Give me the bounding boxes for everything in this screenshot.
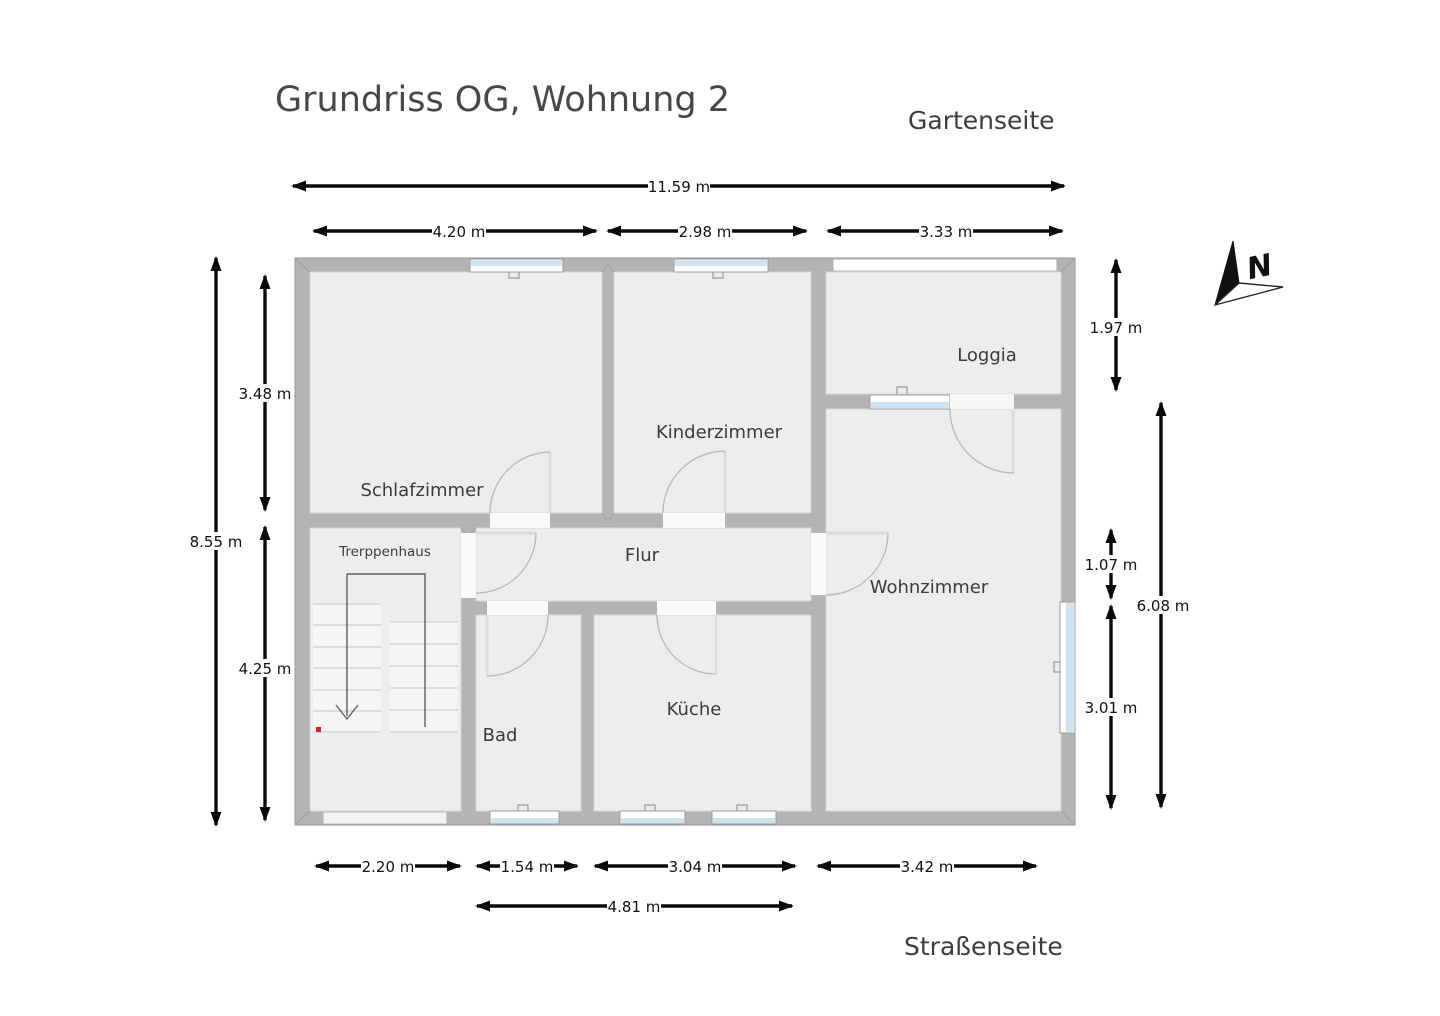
dimension-right-1: 1.97 m (1088, 258, 1144, 392)
room-loggia (825, 271, 1062, 395)
room-wohnzimmer (825, 408, 1062, 812)
svg-text:8.55 m: 8.55 m (190, 533, 243, 551)
sill-ticks (508, 272, 1060, 811)
door-schlafzimmer (489, 451, 552, 528)
staircase (313, 573, 458, 733)
treppenhaus-entry-edge (322, 811, 448, 825)
window-kueche-left (619, 810, 686, 825)
room-bad (475, 614, 582, 812)
dimension-bottom-3: 3.04 m (593, 857, 797, 876)
window-loggia-wohnzimmer (869, 394, 951, 410)
dimension-overall-width: 11.59 m (291, 177, 1066, 196)
svg-text:1.97 m: 1.97 m (1090, 319, 1143, 337)
svg-text:3.42 m: 3.42 m (901, 858, 954, 876)
stair-direction-arrow (335, 573, 426, 727)
svg-text:4.20 m: 4.20 m (433, 223, 486, 241)
svg-text:3.04 m: 3.04 m (669, 858, 722, 876)
label-treppenhaus: Trerppenhaus (338, 544, 431, 560)
door-bad (485, 601, 549, 677)
label-bad: Bad (483, 725, 518, 746)
dimension-bottom-total: 4.81 m (475, 897, 794, 916)
compass-north-label: N (1244, 248, 1276, 287)
svg-text:3.48 m: 3.48 m (239, 385, 292, 403)
room-schlafzimmer (309, 271, 603, 514)
door-kinderzimmer (662, 450, 727, 528)
svg-text:3.33 m: 3.33 m (920, 223, 973, 241)
svg-text:2.98 m: 2.98 m (679, 223, 732, 241)
street-side-label: Straßenseite (904, 932, 1063, 961)
svg-text:4.81 m: 4.81 m (608, 898, 661, 916)
room-kinderzimmer (613, 271, 812, 514)
svg-text:1.07 m: 1.07 m (1085, 556, 1138, 574)
svg-text:1.54 m: 1.54 m (501, 858, 554, 876)
svg-text:4.25 m: 4.25 m (239, 660, 292, 678)
windows (322, 258, 1076, 825)
dimension-left-1: 3.48 m (237, 274, 293, 512)
door-loggia (949, 394, 1015, 474)
room-labels: Schlafzimmer Kinderzimmer Loggia Flur Wo… (338, 345, 1017, 746)
dimension-bottom-4: 3.42 m (816, 857, 1038, 876)
label-schlafzimmer: Schlafzimmer (360, 480, 484, 501)
dimension-right-2: 1.07 m (1083, 528, 1139, 600)
window-kinderzimmer (673, 258, 769, 273)
room-kueche (593, 614, 812, 812)
label-wohnzimmer: Wohnzimmer (870, 577, 989, 598)
dimension-bottom-1: 2.20 m (314, 857, 462, 876)
window-bad (489, 810, 560, 825)
label-flur: Flur (625, 545, 660, 566)
svg-text:2.20 m: 2.20 m (362, 858, 415, 876)
svg-text:11.59 m: 11.59 m (648, 178, 710, 196)
dimension-top-3: 3.33 m (826, 222, 1064, 241)
label-kueche: Küche (667, 699, 722, 720)
window-kueche-right (711, 810, 777, 825)
north-arrow: N (1214, 240, 1284, 307)
dimension-overall-height: 8.55 m (188, 256, 244, 827)
dimension-left-2: 4.25 m (237, 525, 293, 822)
door-kueche (656, 601, 718, 675)
svg-text:6.08 m: 6.08 m (1137, 597, 1190, 615)
door-treppenhaus-flur (461, 531, 537, 598)
stair-red-marker (316, 727, 321, 732)
dimension-right-total: 6.08 m (1134, 401, 1192, 809)
dimension-bottom-2: 1.54 m (475, 857, 579, 876)
label-kinderzimmer: Kinderzimmer (656, 422, 783, 443)
doors (461, 394, 1015, 677)
svg-text:3.01 m: 3.01 m (1085, 699, 1138, 717)
rooms (309, 271, 1062, 812)
dimension-top-2: 2.98 m (606, 222, 808, 241)
page-title: Grundriss OG, Wohnung 2 (275, 80, 731, 120)
garden-side-label: Gartenseite (908, 106, 1055, 135)
window-wohnzimmer-right (1059, 601, 1076, 734)
label-loggia: Loggia (957, 345, 1017, 366)
dimension-lines: 11.59 m 4.20 m 2.98 m 3.33 m 8.55 (188, 177, 1192, 916)
loggia-open-edge (832, 258, 1058, 272)
dimension-right-3: 3.01 m (1083, 604, 1139, 810)
door-wohnzimmer (811, 531, 889, 596)
room-flur (475, 527, 812, 602)
dimension-top-1: 4.20 m (312, 222, 598, 241)
compass-outline-wing (1214, 282, 1284, 306)
window-schlafzimmer (469, 258, 564, 273)
